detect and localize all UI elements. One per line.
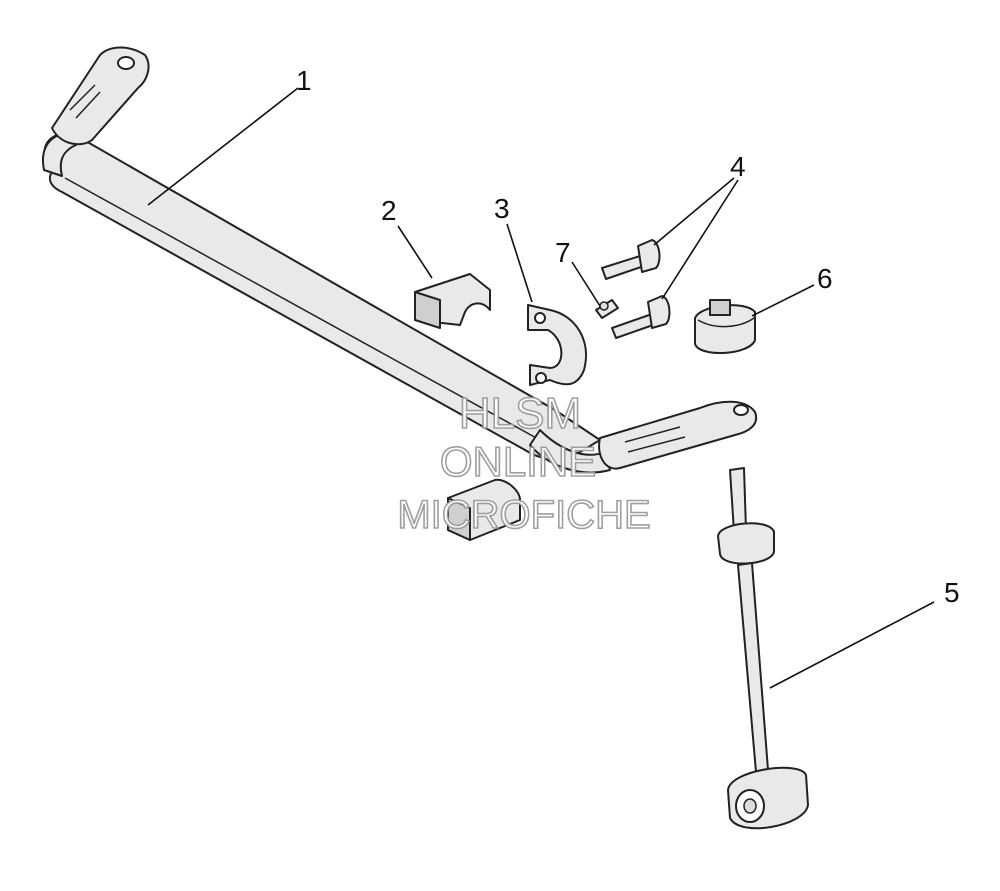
callout-5: 5 xyxy=(944,577,960,608)
watermark-line-3: MICROFICHE xyxy=(397,493,650,537)
callout-6: 6 xyxy=(817,263,833,294)
watermark: HLSM ONLINE MICROFICHE xyxy=(397,388,652,538)
callout-3: 3 xyxy=(494,193,510,224)
bolt-lower xyxy=(611,295,671,339)
stabilizer-bar xyxy=(42,46,758,474)
callout-1: 1 xyxy=(296,65,312,96)
leader-1 xyxy=(147,87,299,206)
bushing-upper xyxy=(414,273,491,329)
leader-4b xyxy=(661,179,739,300)
stabilizer-link xyxy=(717,467,809,830)
leader-4a xyxy=(653,177,735,246)
callout-7: 7 xyxy=(555,237,571,268)
bushing-lower xyxy=(447,478,521,541)
watermark-line-1: HLSM xyxy=(459,389,581,438)
callout-2: 2 xyxy=(381,195,397,226)
leader-6 xyxy=(751,284,815,317)
bracket xyxy=(527,304,587,386)
leader-3 xyxy=(506,223,533,303)
leader-5 xyxy=(769,601,935,689)
callout-4: 4 xyxy=(730,151,746,182)
grease-fitting xyxy=(595,299,619,319)
watermark-line-2: ONLINE xyxy=(440,438,596,485)
leader-7 xyxy=(571,261,601,307)
leader-2 xyxy=(397,225,433,279)
insulator xyxy=(694,299,756,355)
leader-lines xyxy=(147,87,935,689)
bolt-upper xyxy=(601,239,661,280)
